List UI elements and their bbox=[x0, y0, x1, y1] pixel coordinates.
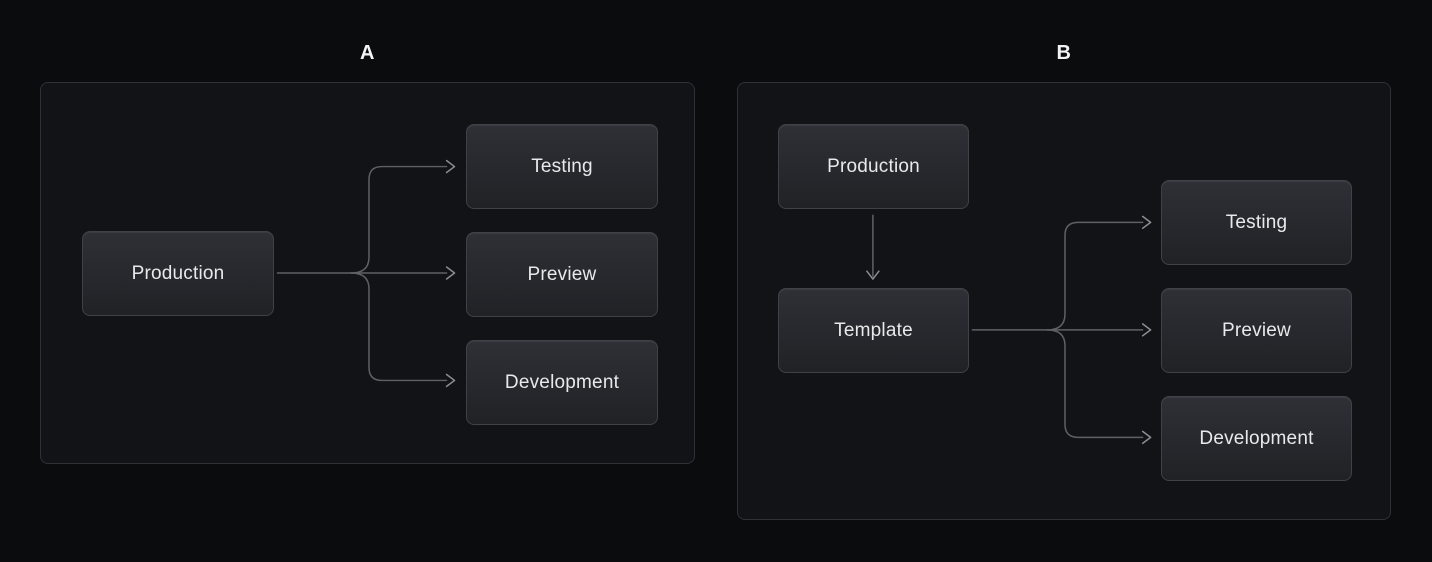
node-development: Development bbox=[1161, 396, 1352, 481]
node-development: Development bbox=[466, 340, 658, 425]
node-preview-label: Preview bbox=[527, 263, 597, 285]
node-template: Template bbox=[778, 288, 969, 373]
panel-a-label: A bbox=[360, 42, 375, 64]
node-production-label: Production bbox=[131, 262, 225, 284]
node-template-label: Template bbox=[834, 319, 913, 341]
panel-a: Production Testing Preview Development bbox=[40, 82, 695, 464]
node-preview-label: Preview bbox=[1222, 319, 1291, 341]
node-testing-label: Testing bbox=[531, 155, 593, 177]
node-testing: Testing bbox=[1161, 180, 1352, 265]
arrowhead-development bbox=[445, 373, 456, 388]
edge-production-testing bbox=[350, 165, 448, 274]
arrowhead-testing bbox=[445, 159, 456, 174]
node-production: Production bbox=[82, 231, 274, 316]
panel-b-label: B bbox=[1056, 42, 1072, 64]
node-development-label: Development bbox=[504, 371, 620, 393]
arrowhead-development bbox=[1141, 430, 1152, 445]
node-preview: Preview bbox=[1161, 288, 1352, 373]
arrowhead-preview bbox=[445, 266, 456, 280]
node-testing: Testing bbox=[466, 124, 658, 209]
node-preview: Preview bbox=[466, 232, 658, 317]
node-development-label: Development bbox=[1199, 427, 1314, 449]
edge-template-development bbox=[1046, 329, 1144, 439]
node-production: Production bbox=[778, 124, 969, 209]
edge-template-testing bbox=[1046, 221, 1144, 331]
arrowhead-preview bbox=[1141, 323, 1152, 337]
arrowhead-template bbox=[866, 270, 880, 280]
node-testing-label: Testing bbox=[1225, 211, 1288, 233]
edge-production-development bbox=[350, 272, 448, 382]
arrowhead-testing bbox=[1141, 215, 1152, 230]
panel-b: Production Template Testing Preview Deve… bbox=[737, 82, 1391, 520]
node-production-label: Production bbox=[827, 155, 920, 177]
